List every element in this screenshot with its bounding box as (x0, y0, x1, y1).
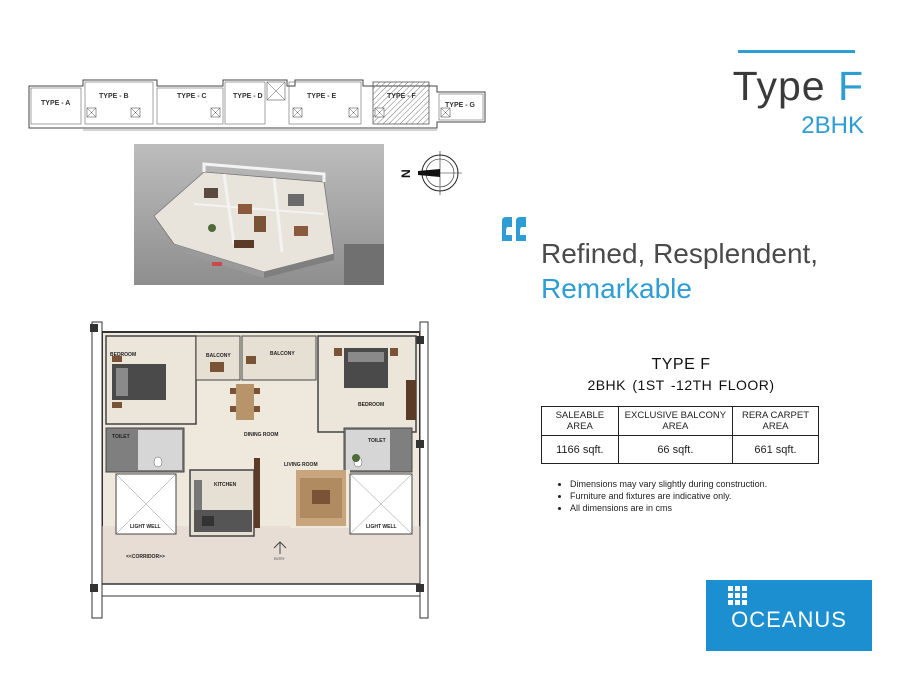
room-label-corridor: <<CORRIDOR>> (126, 554, 165, 560)
key-plan-unit-label: TYPE - D (233, 93, 263, 100)
room-label-balcony-1: BALCONY (206, 353, 231, 359)
room-label-kitchen: KITCHEN (214, 482, 237, 488)
area-table-value-row: 1166 sqft. 66 sqft. 661 sqft. (541, 435, 820, 464)
area-table: SALEABLE AREA EXCLUSIVE BALCONY AREA RER… (541, 406, 820, 464)
key-plan-unit-label: TYPE - C (177, 93, 207, 100)
room-label-light-well-left: LIGHT WELL (130, 524, 161, 530)
key-plan-unit-label: TYPE - A (41, 100, 70, 107)
area-table-header: EXCLUSIVE BALCONY AREA (617, 406, 733, 436)
oceanus-logo: OCEANUS (706, 580, 872, 651)
spec-floor-heading: 2BHK (1ST -12TH FLOOR) (587, 377, 775, 393)
disclaimer-note: Furniture and fixtures are indicative on… (570, 490, 850, 502)
room-label-light-well-right: LIGHT WELL (366, 524, 397, 530)
title-accent-rule (738, 50, 855, 53)
room-label-bedroom-right: BEDROOM (358, 402, 384, 408)
room-label-dining-room: DINING ROOM (244, 432, 278, 438)
north-arrow-icon: N (399, 151, 462, 195)
configuration-title: 2BHK (801, 112, 864, 139)
logo-grid-icon (728, 586, 747, 605)
unit-type-title: Type F (620, 62, 864, 110)
room-label-balcony-2: BALCONY (270, 351, 295, 357)
area-table-header-row: SALEABLE AREA EXCLUSIVE BALCONY AREA RER… (541, 406, 820, 436)
highlighted-unit-marker (372, 81, 430, 125)
tagline-line-1: Refined, Resplendent, (541, 238, 819, 269)
north-label: N (399, 169, 413, 178)
logo-wordmark: OCEANUS (731, 607, 847, 632)
area-table-header: SALEABLE AREA (541, 406, 619, 436)
disclaimer-note: Dimensions may vary slightly during cons… (570, 478, 850, 490)
room-label-toilet-left: TOILET (112, 434, 130, 440)
quote-icon (502, 217, 526, 241)
key-plan-unit-label: TYPE - B (99, 93, 129, 100)
key-plan-unit-label: TYPE - F (387, 93, 417, 100)
disclaimer-notes: Dimensions may vary slightly during cons… (556, 478, 850, 514)
area-table-value: 1166 sqft. (541, 435, 619, 464)
spec-type-heading: TYPE F (651, 356, 711, 373)
key-plan-unit-label: TYPE - G (445, 102, 476, 109)
room-label-living-room: LIVING ROOM (284, 462, 318, 468)
room-label-entry: ENTRY (274, 557, 286, 561)
room-label-toilet-right: TOILET (368, 438, 386, 444)
unit-type-letter: F (837, 63, 864, 109)
key-plan-unit-label: TYPE - E (307, 93, 337, 100)
area-table-value: 661 sqft. (731, 435, 820, 464)
floor-plan-drawing: BEDROOM BALCONY BALCONY BEDROOM DINING R… (86, 320, 434, 620)
key-plan: TYPE - A TYPE - B TYPE - C TYPE - D TYPE… (28, 79, 486, 131)
unit-type-prefix: Type (732, 63, 838, 109)
area-table-header: RERA CARPET AREA (731, 406, 820, 436)
isometric-render-image (134, 144, 384, 285)
disclaimer-note: All dimensions are in cms (570, 502, 850, 514)
room-label-bedroom-left: BEDROOM (110, 352, 136, 358)
area-table-value: 66 sqft. (617, 435, 733, 464)
tagline-line-2: Remarkable (541, 273, 692, 304)
